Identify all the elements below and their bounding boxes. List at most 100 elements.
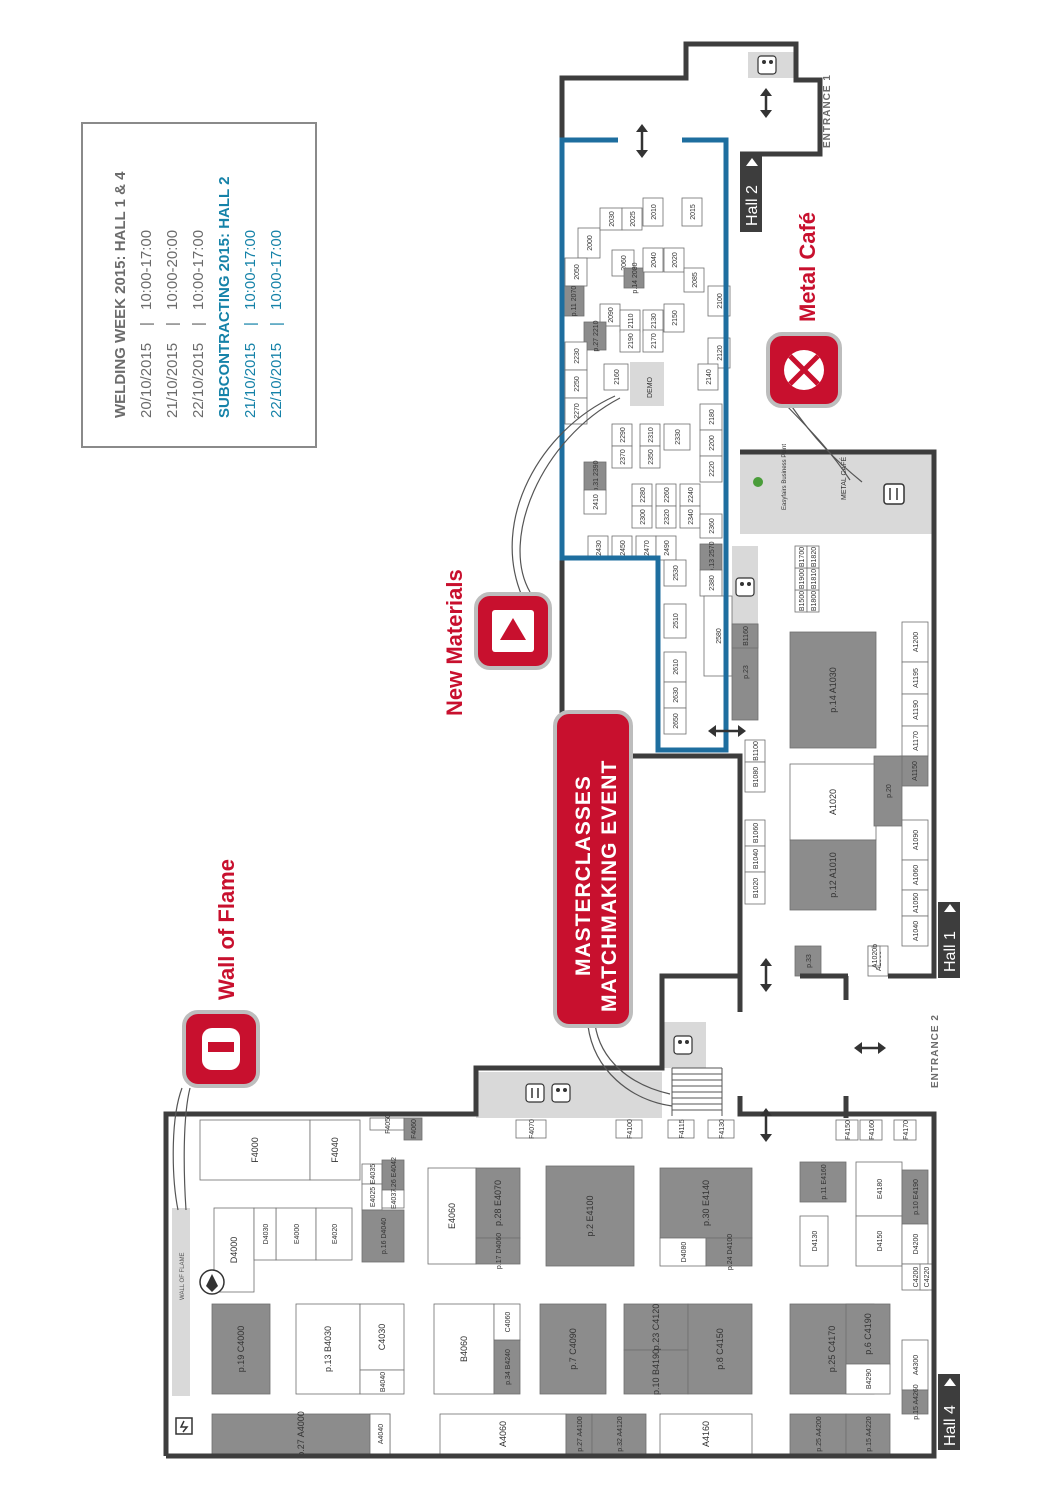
booth[interactable]: E4060	[427, 1167, 477, 1265]
booth[interactable]: B1900	[794, 567, 808, 591]
booth[interactable]: 2330	[663, 423, 691, 451]
booth[interactable]: E4035	[361, 1163, 383, 1185]
masterclasses-badge[interactable]: MASTERCLASSES MATCHMAKING EVENT	[553, 710, 633, 1028]
booth[interactable]: D4080	[659, 1237, 707, 1267]
booth[interactable]: 2410	[583, 489, 607, 515]
booth[interactable]: p.14 A1030	[789, 631, 877, 749]
booth[interactable]: p.2 E4100	[545, 1165, 635, 1267]
booth[interactable]: F4150	[835, 1119, 859, 1141]
booth[interactable]: A1020b	[867, 944, 881, 968]
booth[interactable]: 2170	[642, 329, 664, 353]
booth[interactable]: A1020	[789, 763, 877, 841]
booth[interactable]: p.23 C4120	[623, 1303, 689, 1351]
booth[interactable]: p.26 E4042	[381, 1157, 405, 1193]
booth[interactable]: B1160	[731, 623, 759, 649]
booth[interactable]: 2190	[619, 329, 641, 353]
booth[interactable]: 2610	[663, 651, 687, 683]
booth[interactable]: p.31 2390	[583, 460, 607, 492]
booth[interactable]: 2300	[631, 505, 653, 529]
booth[interactable]: F4160	[859, 1119, 883, 1141]
booth[interactable]: F4100	[615, 1119, 643, 1139]
booth[interactable]: 2260	[655, 483, 677, 507]
booth[interactable]: F4050	[369, 1114, 405, 1134]
booth[interactable]: p.32 A4120	[591, 1413, 647, 1455]
booth[interactable]: 2220	[699, 455, 723, 483]
booth[interactable]: F4060	[403, 1117, 423, 1141]
booth[interactable]: p.8 C4150	[687, 1303, 753, 1395]
booth[interactable]: 2085	[683, 267, 705, 293]
booth[interactable]: 2200	[699, 429, 723, 457]
booth[interactable]: p.27 A4100	[565, 1413, 593, 1455]
booth[interactable]: p.7 C4090	[539, 1303, 607, 1395]
booth[interactable]: C4030	[359, 1303, 405, 1371]
booth[interactable]: B4060	[433, 1303, 495, 1395]
booth[interactable]: 2630	[663, 681, 687, 709]
booth[interactable]: 2240	[679, 483, 701, 507]
booth[interactable]: p.15 A4260	[901, 1384, 929, 1420]
booth[interactable]: B1040	[744, 845, 766, 873]
booth[interactable]: B1060	[744, 819, 766, 847]
booth[interactable]: p.19 C4000	[211, 1303, 271, 1395]
booth[interactable]: F4130	[707, 1119, 735, 1139]
booth[interactable]: D4200	[901, 1223, 929, 1265]
booth[interactable]: p.27 A4000	[211, 1411, 391, 1457]
booth[interactable]: p.17 D4060	[475, 1233, 521, 1269]
booth[interactable]: 2010	[642, 197, 664, 227]
booth[interactable]: 2490	[655, 535, 677, 561]
booth[interactable]: A1090	[901, 819, 929, 861]
booth[interactable]: E4020	[315, 1207, 353, 1261]
booth[interactable]: p.30 E4140	[659, 1167, 753, 1239]
booth[interactable]: p.27 2210	[583, 320, 607, 352]
booth[interactable]: D4030	[253, 1207, 277, 1261]
booth[interactable]: p.11 2070	[561, 286, 585, 317]
booth[interactable]: B1820	[806, 545, 820, 569]
booth[interactable]: F4070	[515, 1119, 547, 1139]
wall-of-flame-badge[interactable]	[182, 1010, 260, 1088]
booth[interactable]: p.13 B4030	[295, 1303, 361, 1395]
booth[interactable]: 2025	[621, 207, 643, 231]
booth[interactable]: 2370	[611, 445, 633, 469]
booth[interactable]: A4060	[439, 1413, 567, 1455]
booth[interactable]: p.10 B4190	[623, 1349, 689, 1395]
booth[interactable]: p.24 D4100	[705, 1234, 753, 1270]
booth[interactable]: 2040	[642, 247, 664, 273]
booth[interactable]: 2110	[619, 309, 641, 333]
booth[interactable]: A1170	[901, 725, 929, 757]
booth[interactable]: 2530	[663, 559, 687, 587]
booth[interactable]: E4180	[855, 1161, 903, 1217]
new-materials-badge[interactable]	[474, 592, 552, 670]
booth[interactable]: B1500	[794, 589, 808, 613]
booth[interactable]: 2000	[577, 227, 601, 259]
booth[interactable]: E4000	[275, 1207, 317, 1261]
booth[interactable]: 2015	[681, 197, 703, 227]
booth[interactable]: B1810	[806, 567, 820, 591]
booth[interactable]: p.6 C4190	[845, 1303, 891, 1365]
booth[interactable]: F4040	[309, 1119, 361, 1181]
booth[interactable]: E4025	[361, 1183, 383, 1211]
booth[interactable]: B1080	[744, 761, 766, 793]
booth[interactable]: p.14 2080	[623, 262, 645, 294]
booth[interactable]: 2250	[564, 369, 588, 399]
booth[interactable]: B1020	[744, 871, 766, 905]
booth[interactable]: 2340	[679, 505, 701, 529]
booth[interactable]: p.34 B4240	[493, 1339, 521, 1395]
booth[interactable]: A1190	[901, 693, 929, 727]
booth[interactable]: C4060	[493, 1303, 521, 1341]
booth[interactable]: A1200	[901, 621, 929, 663]
booth[interactable]: 2310	[639, 423, 661, 447]
booth[interactable]: p.10 E4190	[901, 1169, 929, 1225]
booth[interactable]: 2130	[642, 309, 664, 333]
booth[interactable]: 2350	[639, 445, 661, 469]
booth[interactable]: p.12 A1010	[789, 839, 877, 911]
booth[interactable]: 2180	[699, 403, 723, 431]
booth[interactable]: p.33	[794, 945, 822, 977]
booth[interactable]: F4170	[893, 1119, 917, 1141]
booth[interactable]: 2030	[599, 207, 623, 231]
booth[interactable]: C4220	[919, 1263, 933, 1291]
booth[interactable]: 2430	[587, 535, 609, 561]
booth[interactable]: A1195	[901, 661, 929, 695]
booth[interactable]: A1060	[901, 859, 929, 891]
booth[interactable]: B1700	[794, 545, 808, 569]
booth[interactable]: 2360	[699, 513, 723, 539]
booth[interactable]: A1150	[899, 755, 929, 787]
